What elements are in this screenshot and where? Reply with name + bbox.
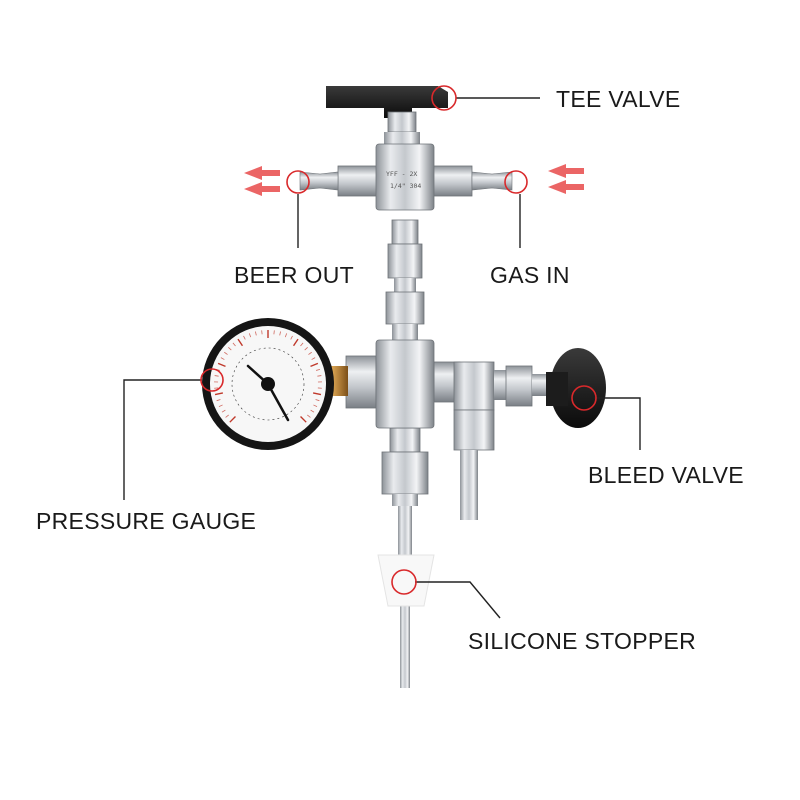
- marker-pressure-gauge-icon: [200, 368, 224, 392]
- cross-fitting: [345, 339, 461, 429]
- gauge-tick: [310, 362, 319, 368]
- gauge-tick: [300, 416, 307, 423]
- marker-tee-valve-icon: [431, 85, 457, 111]
- beer-out-label: BEER OUT: [234, 262, 354, 288]
- gauge-tick: [220, 357, 225, 360]
- leader-silicone-stopper: [415, 581, 501, 619]
- marker-beer-out-icon: [286, 170, 310, 194]
- gauge-tick: [243, 335, 246, 340]
- marker-gas-in-icon: [504, 170, 528, 194]
- gauge-tick: [316, 368, 321, 371]
- gauge-tick: [290, 335, 293, 340]
- marker-silicone-stopper-icon: [391, 569, 417, 595]
- gauge-tick: [255, 331, 257, 336]
- flow-arrow-icon: [548, 164, 584, 194]
- lower-fitting: [381, 427, 429, 506]
- gauge-tick: [284, 333, 288, 338]
- fitting-stamp-line2: 1/4" 304: [390, 182, 421, 190]
- gauge-tick: [217, 362, 226, 368]
- tee-valve-handle: [326, 86, 448, 118]
- pressure-gauge-label: PRESSURE GAUGE: [36, 508, 257, 534]
- gauge-tick: [225, 414, 229, 418]
- leader-lines: [123, 97, 641, 619]
- vertical-stem: [385, 219, 425, 342]
- leader-pressure-gauge: [123, 379, 202, 500]
- gauge-inner-scale: [231, 347, 305, 421]
- gauge-tick: [313, 404, 318, 407]
- gauge-tick: [317, 375, 322, 377]
- tee-valve-label: TEE VALVE: [556, 86, 681, 112]
- gauge-tick: [218, 404, 223, 407]
- gauge-tick: [310, 409, 315, 413]
- gauge-tick: [315, 399, 320, 402]
- marker-rings: [200, 85, 597, 595]
- tee-valve: YFF - 2X 1/4" 304: [299, 86, 513, 211]
- dip-tube: [398, 500, 412, 688]
- silicone-stopper-label: SILICONE STOPPER: [468, 628, 697, 654]
- gauge-dial-ticks: [214, 330, 322, 423]
- gauge-tick: [304, 347, 308, 351]
- gauge-tick: [312, 392, 322, 396]
- gauge-tick: [214, 375, 219, 377]
- gauge-tick: [311, 357, 316, 360]
- gauge-tick: [307, 414, 311, 418]
- pressure-gauge: [202, 318, 348, 450]
- bleed-valve-label: BLEED VALVE: [588, 462, 744, 488]
- gas-in-label: GAS IN: [490, 262, 570, 288]
- gas-in-arrows: [548, 164, 584, 194]
- gauge-tick: [229, 416, 236, 423]
- gauge-tick: [248, 333, 252, 338]
- gauge-tick: [224, 351, 228, 355]
- gauge-tick: [232, 342, 236, 347]
- bleed-valve-assembly: [453, 348, 606, 520]
- gauge-tick: [221, 409, 226, 413]
- leader-bleed-valve: [594, 397, 641, 450]
- gauge-tick: [237, 338, 244, 347]
- marker-bleed-valve-icon: [571, 385, 597, 411]
- gauge-tick: [228, 347, 232, 351]
- gauge-tick: [292, 338, 299, 347]
- fitting-stamp-line1: YFF - 2X: [386, 170, 417, 178]
- flow-arrow-icon: [244, 166, 280, 196]
- gauge-tick: [214, 392, 224, 396]
- gauge-tick: [279, 331, 281, 336]
- gauge-tick: [308, 351, 312, 355]
- gauge-tick: [216, 399, 221, 402]
- silicone-stopper: [377, 554, 435, 607]
- beer-out-arrows: [244, 166, 280, 196]
- gauge-tick: [300, 342, 304, 347]
